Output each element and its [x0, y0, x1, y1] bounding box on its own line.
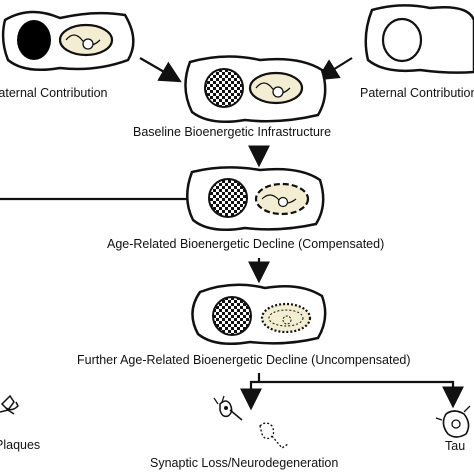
branch-arrows — [240, 373, 464, 411]
paternal-nucleus — [381, 17, 423, 63]
neuron-degenerated-icon — [259, 422, 289, 449]
uncompensated-nucleus — [212, 296, 252, 336]
maternal-nucleus — [17, 20, 51, 60]
compensated-nucleus — [208, 178, 248, 218]
baseline-cell — [184, 55, 327, 123]
arrow-maternal-to-baseline — [139, 57, 182, 83]
compensated-cell — [186, 166, 325, 231]
synaptic-loss-label: Synaptic Loss/Neurodegeneration — [150, 456, 339, 470]
arrow-paternal-to-baseline — [316, 57, 353, 81]
paternal-cell — [364, 4, 474, 74]
uncompensated-label: Further Age-Related Bioenergetic Decline… — [77, 353, 411, 367]
paternal-contribution-label: Paternal Contribution — [360, 86, 474, 100]
tau-cell-icon — [435, 405, 471, 438]
baseline-nucleus — [204, 68, 244, 108]
compensated-label: Age-Related Bioenergetic Decline (Compen… — [107, 237, 385, 251]
plaques-icon — [0, 394, 19, 415]
uncompensated-cell — [191, 283, 327, 345]
baseline-label: Baseline Bioenergetic Infrastructure — [133, 125, 332, 139]
maternal-cell — [1, 10, 135, 71]
neuron-intact-icon — [213, 395, 243, 421]
uncompensated-mitochondrion — [260, 302, 312, 334]
maternal-contribution-label: Maternal Contribution — [0, 86, 108, 100]
tau-label: Tau — [445, 439, 466, 453]
plaques-label: Plaques — [0, 438, 41, 452]
